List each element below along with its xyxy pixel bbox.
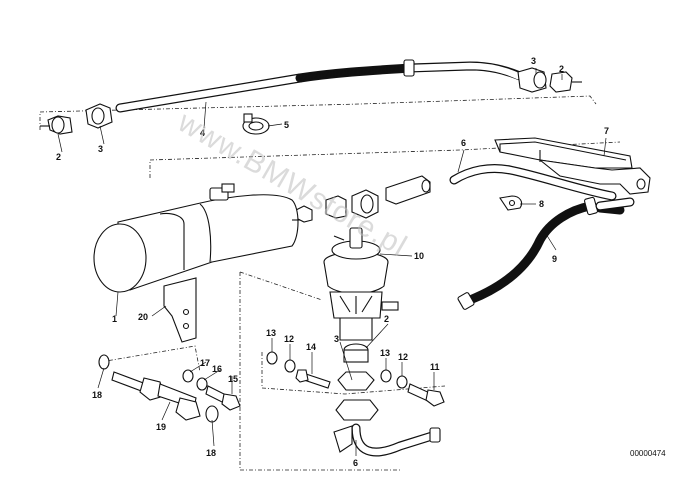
callout-11: 11	[430, 362, 440, 372]
fuel-feed-pipe	[98, 354, 241, 423]
mounting-bracket	[494, 137, 651, 195]
callout-13: 13	[266, 328, 276, 338]
callout-18: 18	[206, 448, 216, 458]
callout-3: 3	[531, 56, 536, 66]
callout-7: 7	[604, 126, 609, 136]
callout-numbers: 1 2 2 2 3 3 3 4 5 6 6 7 8 9 10 11 12 12 …	[56, 56, 609, 468]
callout-3: 3	[98, 144, 103, 154]
catalog-number: 00000474	[630, 449, 666, 458]
callout-2: 2	[559, 64, 564, 74]
callout-14: 14	[306, 342, 316, 352]
callout-1: 1	[112, 314, 117, 324]
callout-10: 10	[414, 251, 424, 261]
callout-2: 2	[56, 152, 61, 162]
callout-3: 3	[334, 334, 339, 344]
callout-8: 8	[539, 199, 544, 209]
callout-13: 13	[380, 348, 390, 358]
callout-12: 12	[398, 352, 408, 362]
regulator-mounting-right	[380, 369, 445, 407]
callout-18: 18	[92, 390, 102, 400]
callout-leaders	[57, 68, 607, 456]
pressure-regulator	[323, 227, 399, 341]
hose-clamp	[242, 113, 270, 135]
callout-2: 2	[384, 314, 389, 324]
line-clip	[499, 195, 523, 211]
callout-4: 4	[200, 128, 205, 138]
callout-19: 19	[156, 422, 166, 432]
callout-15: 15	[228, 374, 238, 384]
callout-12: 12	[284, 334, 294, 344]
callout-6: 6	[461, 138, 466, 148]
callout-5: 5	[284, 120, 289, 130]
regulator-union-fittings	[333, 343, 441, 457]
callout-16: 16	[212, 364, 222, 374]
hose-coupling-right	[517, 67, 582, 93]
regulator-mounting-left	[266, 351, 331, 389]
callout-6: 6	[353, 458, 358, 468]
hose-coupling-left	[40, 103, 113, 135]
callout-20: 20	[138, 312, 148, 322]
fuel-line-fittings-middle	[295, 175, 431, 223]
filter-bracket	[163, 277, 197, 343]
fuel-hose-upper	[115, 59, 525, 113]
callout-9: 9	[552, 254, 557, 264]
fuel-filter-canister	[93, 183, 300, 293]
callout-17: 17	[200, 358, 210, 368]
braided-fuel-hose	[457, 196, 635, 310]
